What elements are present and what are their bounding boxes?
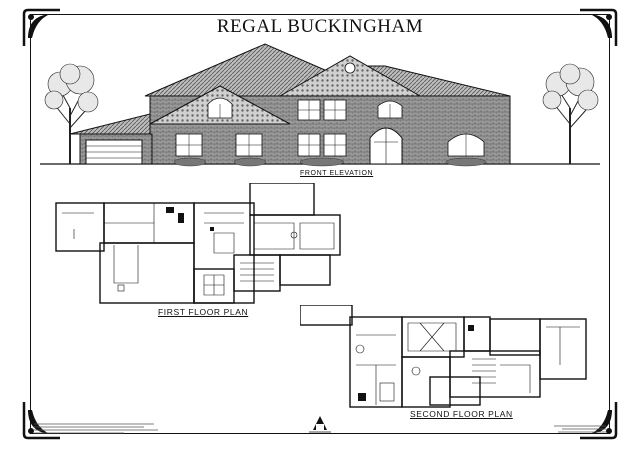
corner-ornament-top-left bbox=[22, 8, 62, 48]
corner-ornament-bottom-right bbox=[578, 400, 618, 440]
fine-print-right bbox=[554, 425, 606, 433]
sheet-border bbox=[30, 14, 610, 434]
builder-logo bbox=[309, 416, 331, 433]
sheet-title: REGAL BUCKINGHAM bbox=[216, 16, 424, 37]
front-elevation-drawing bbox=[40, 43, 600, 167]
tree-left bbox=[44, 63, 99, 164]
second-floor-plan-caption: SECOND FLOOR PLAN bbox=[410, 409, 513, 419]
corner-ornament-top-right bbox=[578, 8, 618, 48]
corner-ornament-bottom-left bbox=[22, 400, 62, 440]
first-floor-plan-caption: FIRST FLOOR PLAN bbox=[158, 307, 249, 317]
second-floor-plan-drawing bbox=[300, 305, 587, 408]
first-floor-plan-drawing bbox=[55, 183, 341, 304]
front-elevation-caption: FRONT ELEVATION bbox=[300, 170, 374, 177]
fine-print-left bbox=[34, 423, 158, 434]
tree-right bbox=[542, 63, 599, 164]
